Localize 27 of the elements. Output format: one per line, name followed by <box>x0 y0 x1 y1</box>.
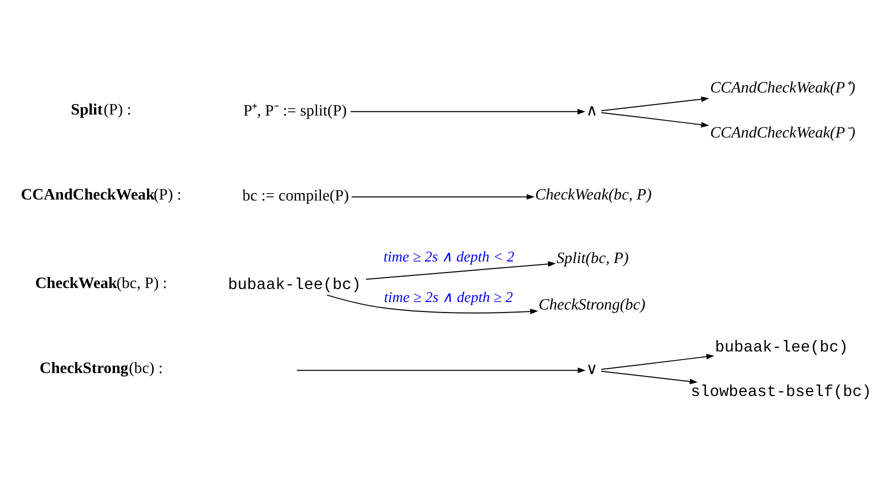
node-text: CheckWeak(bc, P) <box>535 186 652 204</box>
label: Split(P) : <box>70 101 132 118</box>
arrow <box>365 261 556 280</box>
arrow <box>351 194 535 200</box>
label: CCAndCheckWeak(P) : <box>20 186 182 204</box>
node-text: P⁺, P⁻ := split(P) <box>243 102 347 120</box>
node-text: bc := compile(P) <box>242 188 349 205</box>
node-text: bubaak-lee(bc) <box>715 338 848 356</box>
label: CheckStrong(bc) : <box>40 360 163 378</box>
arrow <box>600 96 710 112</box>
arrow <box>600 370 698 384</box>
edge-label: time ≥ 2s ∧ depth ≥ 2 <box>384 290 513 306</box>
node-text: ∨ <box>586 361 598 378</box>
node-text: Split(bc, P) <box>556 250 629 268</box>
label: CheckWeak(bc, P) : <box>35 274 168 292</box>
arrow <box>600 354 714 370</box>
node-text: CCAndCheckWeak(P⁺) <box>710 80 856 97</box>
arrow <box>296 368 586 374</box>
node-text: ∧ <box>586 102 598 120</box>
arrow <box>600 112 710 128</box>
arrow <box>350 108 586 114</box>
node-text: bubaak-lee(bc) <box>228 276 362 294</box>
node-text: CCAndCheckWeak(P⁻) <box>710 124 856 142</box>
arrow <box>326 294 538 314</box>
edge-label: time ≥ 2s ∧ depth < 2 <box>384 249 514 266</box>
node-text: slowbeast-bself(bc) <box>690 382 872 401</box>
node-text: CheckStrong(bc) <box>538 296 646 314</box>
